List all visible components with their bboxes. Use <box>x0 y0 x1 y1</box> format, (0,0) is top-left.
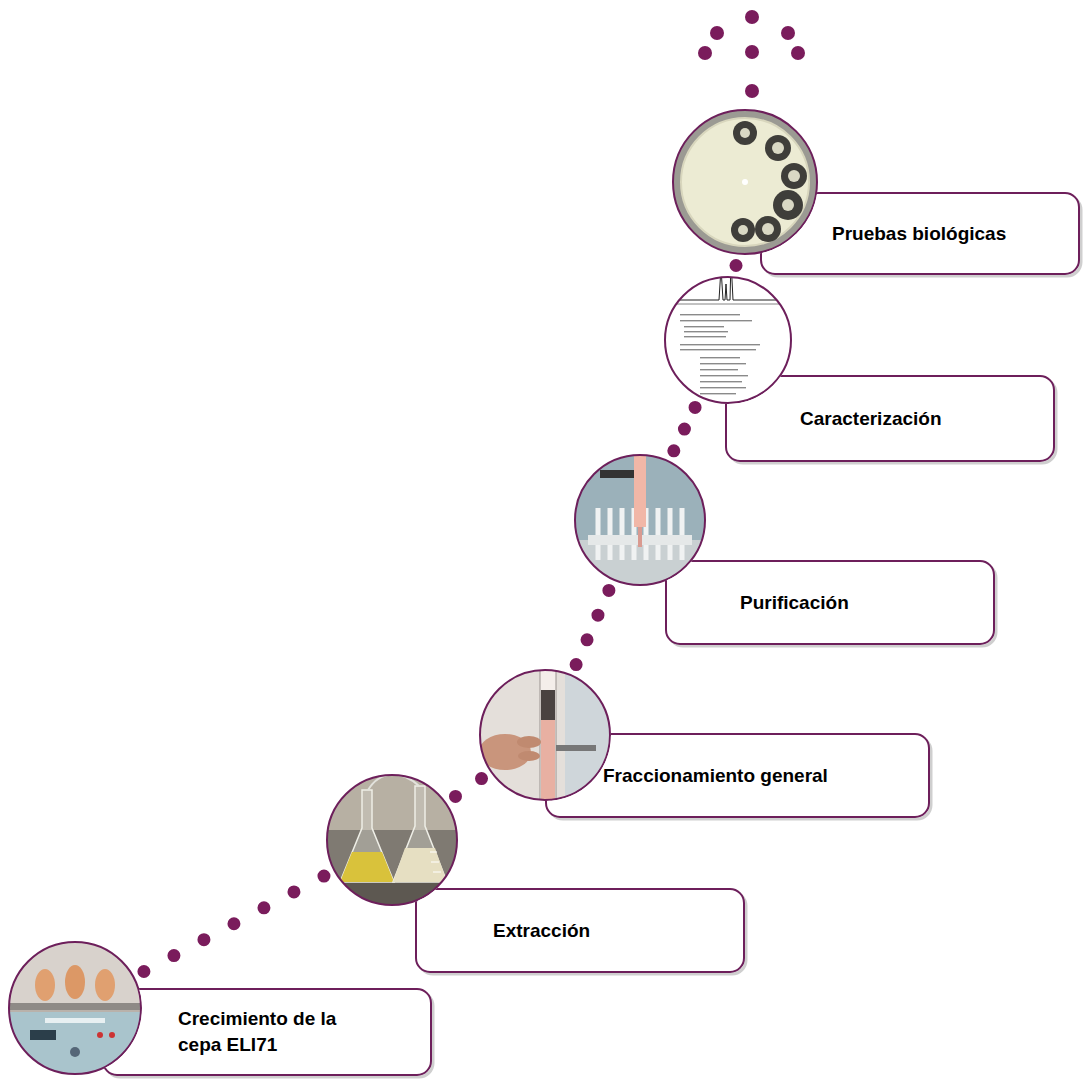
spectrum-image <box>684 331 728 332</box>
step-label: Caracterización <box>800 406 942 432</box>
incubator-photo <box>45 1018 105 1023</box>
box-border <box>666 561 994 644</box>
spectrum-image <box>700 369 738 370</box>
spectrum-image <box>668 304 790 305</box>
petri-dish-photo <box>742 179 748 185</box>
step-label: Extracción <box>493 918 590 944</box>
petri-dish-photo <box>788 170 800 182</box>
column-photo <box>518 751 540 761</box>
petri-dish-photo <box>765 135 791 161</box>
step-text: Pruebas biológicas <box>760 221 1006 247</box>
petri-dish-photo <box>738 225 748 235</box>
spectrum-image <box>684 326 724 327</box>
flasks-photo <box>393 848 447 882</box>
step-box: Crecimiento de la cepa ELI71 <box>102 988 432 1076</box>
box-border <box>416 889 744 972</box>
step-label: Purificación <box>740 590 849 616</box>
incubator-photo <box>65 965 85 999</box>
flasks-photo <box>393 786 447 882</box>
box-border <box>546 734 929 817</box>
incubator-photo <box>70 1047 80 1057</box>
top-dots <box>745 10 759 24</box>
petri-dish-photo <box>740 128 750 138</box>
spectrum-image <box>700 357 740 358</box>
box-outline <box>102 988 432 1076</box>
column-photo <box>517 736 541 748</box>
top-dots <box>710 26 724 40</box>
spectrum-image <box>680 344 760 345</box>
step-text: Fraccionamiento general <box>545 763 828 789</box>
flasks-photo <box>430 852 441 872</box>
photo-frame <box>327 775 457 905</box>
spectrum-image <box>680 349 756 350</box>
petri-dish-photo <box>733 121 757 145</box>
flasks-photo <box>327 774 457 905</box>
step-text: Extracción <box>415 918 590 944</box>
flasks-photo <box>340 852 394 882</box>
flasks-photo <box>340 790 394 882</box>
top-dots <box>745 45 759 59</box>
petri-dish-photo <box>781 163 807 189</box>
spectrum-image <box>680 314 740 315</box>
top-dots <box>781 26 795 40</box>
incubator-photo <box>35 969 55 1001</box>
purification-photo <box>634 455 646 527</box>
top-dots <box>745 84 759 98</box>
step-box: Purificación <box>665 560 995 645</box>
step-box: Caracterización <box>725 375 1055 462</box>
step-label: Crecimiento de la cepa ELI71 <box>178 1006 378 1058</box>
step-label: Fraccionamiento general <box>603 763 828 789</box>
incubator-photo <box>30 1030 56 1040</box>
step-label: Pruebas biológicas <box>832 221 1006 247</box>
box-border <box>761 193 1079 274</box>
flasks-photo <box>327 775 457 905</box>
column-photo <box>541 690 555 720</box>
box-border <box>726 376 1054 461</box>
spectrum-image <box>700 363 746 364</box>
box-border <box>103 989 431 1075</box>
top-dots <box>791 46 805 60</box>
spectrum-image <box>684 336 726 337</box>
step-box: Extracción <box>415 888 745 973</box>
step-text: Crecimiento de la cepa ELI71 <box>102 1006 378 1058</box>
step-text: Caracterización <box>725 406 942 432</box>
step-box: Fraccionamiento general <box>545 733 930 818</box>
petri-dish-photo <box>772 142 784 154</box>
step-text: Purificación <box>665 590 849 616</box>
flasks-photo <box>327 775 457 830</box>
top-dots <box>698 10 805 98</box>
top-dots <box>698 46 712 60</box>
dotted-connector <box>392 733 559 888</box>
purification-photo <box>638 527 642 547</box>
step-box: Pruebas biológicas <box>760 192 1080 275</box>
petri-dish-photo <box>731 218 755 242</box>
spectrum-image <box>680 320 752 321</box>
